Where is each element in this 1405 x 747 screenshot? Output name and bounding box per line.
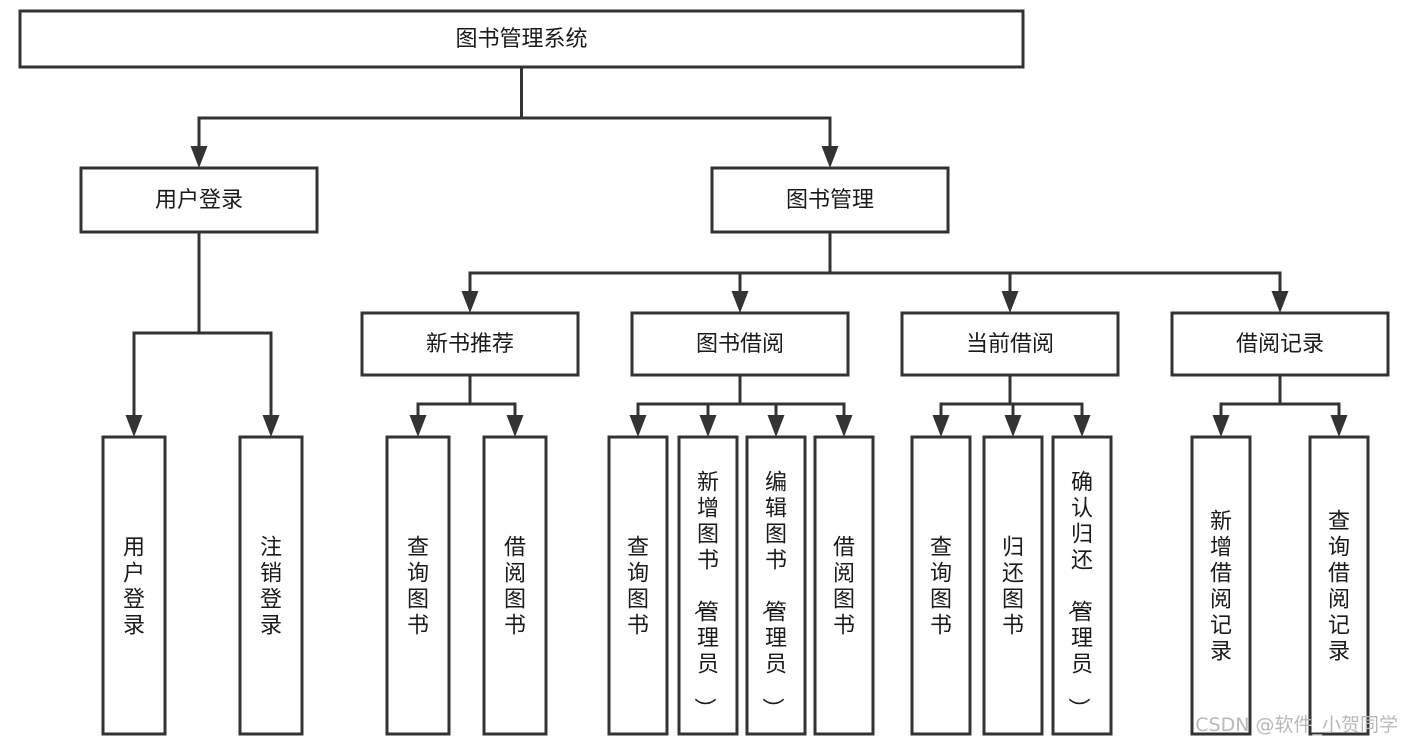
connector-newbook-to-leaves-bus xyxy=(409,373,524,437)
node-label-leaf-return-book: 归还图书 xyxy=(1002,536,1024,639)
node-new-book-recommend[interactable]: 新书推荐 xyxy=(360,311,580,377)
node-leaf-add-book-admin[interactable]: 新增图书（管理员） xyxy=(677,435,739,736)
connector-userlogin-to-leaves-bus xyxy=(125,230,280,437)
csdn-watermark: CSDN @软件_小贺同学 xyxy=(1195,714,1398,736)
node-box-leaf-confirm-return-admin[interactable] xyxy=(1051,435,1113,736)
node-label-leaf-user-login: 用户登录 xyxy=(123,536,145,639)
node-current-borrow[interactable]: 当前借阅 xyxy=(900,311,1120,377)
node-box-leaf-query-borrow-record[interactable] xyxy=(1308,435,1370,736)
node-label-leaf-query-book-borrow: 查询图书 xyxy=(627,536,649,639)
arrow-head-icon xyxy=(506,415,524,437)
node-box-leaf-query-book-current[interactable] xyxy=(910,435,972,736)
node-label-leaf-edit-book-admin: 编辑图书（管理员） xyxy=(759,471,787,720)
node-leaf-borrow-book[interactable]: 借阅图书 xyxy=(813,435,875,736)
node-label-leaf-borrow-book: 借阅图书 xyxy=(833,536,855,639)
node-label-leaf-confirm-return-admin: 确认归还（管理员） xyxy=(1065,471,1093,720)
arrow-head-icon xyxy=(835,415,853,437)
node-box-root[interactable] xyxy=(18,9,1025,69)
node-box-leaf-query-book-borrow[interactable] xyxy=(607,435,669,736)
node-leaf-confirm-return-admin[interactable]: 确认归还（管理员） xyxy=(1051,435,1113,736)
node-label-leaf-query-book-rec: 查询图书 xyxy=(407,536,429,639)
node-box-leaf-return-book[interactable] xyxy=(982,435,1044,736)
arrow-head-icon xyxy=(1073,415,1091,437)
node-label-borrow-records: 借阅记录 xyxy=(1236,332,1324,357)
node-leaf-edit-book-admin[interactable]: 编辑图书（管理员） xyxy=(745,435,807,736)
node-leaf-borrow-book-rec[interactable]: 借阅图书 xyxy=(482,435,548,736)
arrow-head-icon xyxy=(409,415,427,437)
node-box-user-login[interactable] xyxy=(79,166,319,234)
arrow-head-icon xyxy=(699,415,717,437)
node-box-book-management[interactable] xyxy=(710,166,950,234)
arrow-head-icon xyxy=(125,415,143,437)
node-label-new-book-recommend: 新书推荐 xyxy=(426,332,514,357)
arrow-head-icon xyxy=(629,415,647,437)
node-layer: 图书管理系统用户登录图书管理新书推荐图书借阅当前借阅借阅记录用户登录注销登录查询… xyxy=(18,9,1390,736)
node-box-leaf-query-book-rec[interactable] xyxy=(385,435,451,736)
node-box-leaf-user-login[interactable] xyxy=(101,435,167,736)
arrow-head-icon xyxy=(1001,291,1019,313)
node-leaf-add-borrow-record[interactable]: 新增借阅记录 xyxy=(1190,435,1252,736)
arrow-head-icon xyxy=(262,415,280,437)
node-label-leaf-borrow-book-rec: 借阅图书 xyxy=(504,536,526,639)
connector-currentborrow-to-leaves-bus xyxy=(932,373,1091,437)
arrow-head-icon xyxy=(1212,415,1230,437)
arrow-head-icon xyxy=(932,415,950,437)
node-label-leaf-add-book-admin: 新增图书（管理员） xyxy=(691,471,719,720)
node-book-management[interactable]: 图书管理 xyxy=(710,166,950,234)
node-label-root: 图书管理系统 xyxy=(455,27,587,52)
node-book-borrow[interactable]: 图书借阅 xyxy=(630,311,850,377)
node-leaf-query-book-borrow[interactable]: 查询图书 xyxy=(607,435,669,736)
arrow-head-icon xyxy=(1330,415,1348,437)
arrow-head-icon xyxy=(767,415,785,437)
node-box-leaf-edit-book-admin[interactable] xyxy=(745,435,807,736)
arrow-head-icon xyxy=(731,291,749,313)
node-box-leaf-add-borrow-record[interactable] xyxy=(1190,435,1252,736)
connector-bookmgmt-to-level3-bus xyxy=(461,230,1289,313)
node-box-borrow-records[interactable] xyxy=(1170,311,1390,377)
arrow-head-icon xyxy=(1004,415,1022,437)
node-root[interactable]: 图书管理系统 xyxy=(18,9,1025,69)
node-box-leaf-add-book-admin[interactable] xyxy=(677,435,739,736)
arrow-head-icon xyxy=(461,291,479,313)
node-leaf-user-login[interactable]: 用户登录 xyxy=(101,435,167,736)
node-box-current-borrow[interactable] xyxy=(900,311,1120,377)
node-label-book-borrow: 图书借阅 xyxy=(696,332,784,357)
node-leaf-query-book-current[interactable]: 查询图书 xyxy=(910,435,972,736)
node-user-login[interactable]: 用户登录 xyxy=(79,166,319,234)
node-label-user-login: 用户登录 xyxy=(155,188,243,213)
connector-borrowrecords-to-leaves-bus xyxy=(1212,373,1348,437)
node-borrow-records[interactable]: 借阅记录 xyxy=(1170,311,1390,377)
node-label-leaf-add-borrow-record: 新增借阅记录 xyxy=(1210,510,1232,665)
node-label-book-management: 图书管理 xyxy=(786,188,874,213)
connector-root-to-level2-bus xyxy=(190,65,839,168)
arrow-head-icon xyxy=(1271,291,1289,313)
node-box-leaf-user-logout[interactable] xyxy=(238,435,304,736)
node-leaf-user-logout[interactable]: 注销登录 xyxy=(238,435,304,736)
connector-layer xyxy=(125,65,1348,437)
node-leaf-query-book-rec[interactable]: 查询图书 xyxy=(385,435,451,736)
node-box-leaf-borrow-book[interactable] xyxy=(813,435,875,736)
node-box-new-book-recommend[interactable] xyxy=(360,311,580,377)
node-leaf-return-book[interactable]: 归还图书 xyxy=(982,435,1044,736)
node-label-leaf-query-borrow-record: 查询借阅记录 xyxy=(1328,510,1350,665)
arrow-head-icon xyxy=(821,146,839,168)
connector-bookborrow-to-leaves-bus xyxy=(629,373,853,437)
node-box-book-borrow[interactable] xyxy=(630,311,850,377)
arrow-head-icon xyxy=(190,146,208,168)
node-leaf-query-borrow-record[interactable]: 查询借阅记录 xyxy=(1308,435,1370,736)
node-label-leaf-user-logout: 注销登录 xyxy=(260,536,282,639)
node-box-leaf-borrow-book-rec[interactable] xyxy=(482,435,548,736)
node-label-leaf-query-book-current: 查询图书 xyxy=(930,536,952,639)
node-label-current-borrow: 当前借阅 xyxy=(966,332,1054,357)
